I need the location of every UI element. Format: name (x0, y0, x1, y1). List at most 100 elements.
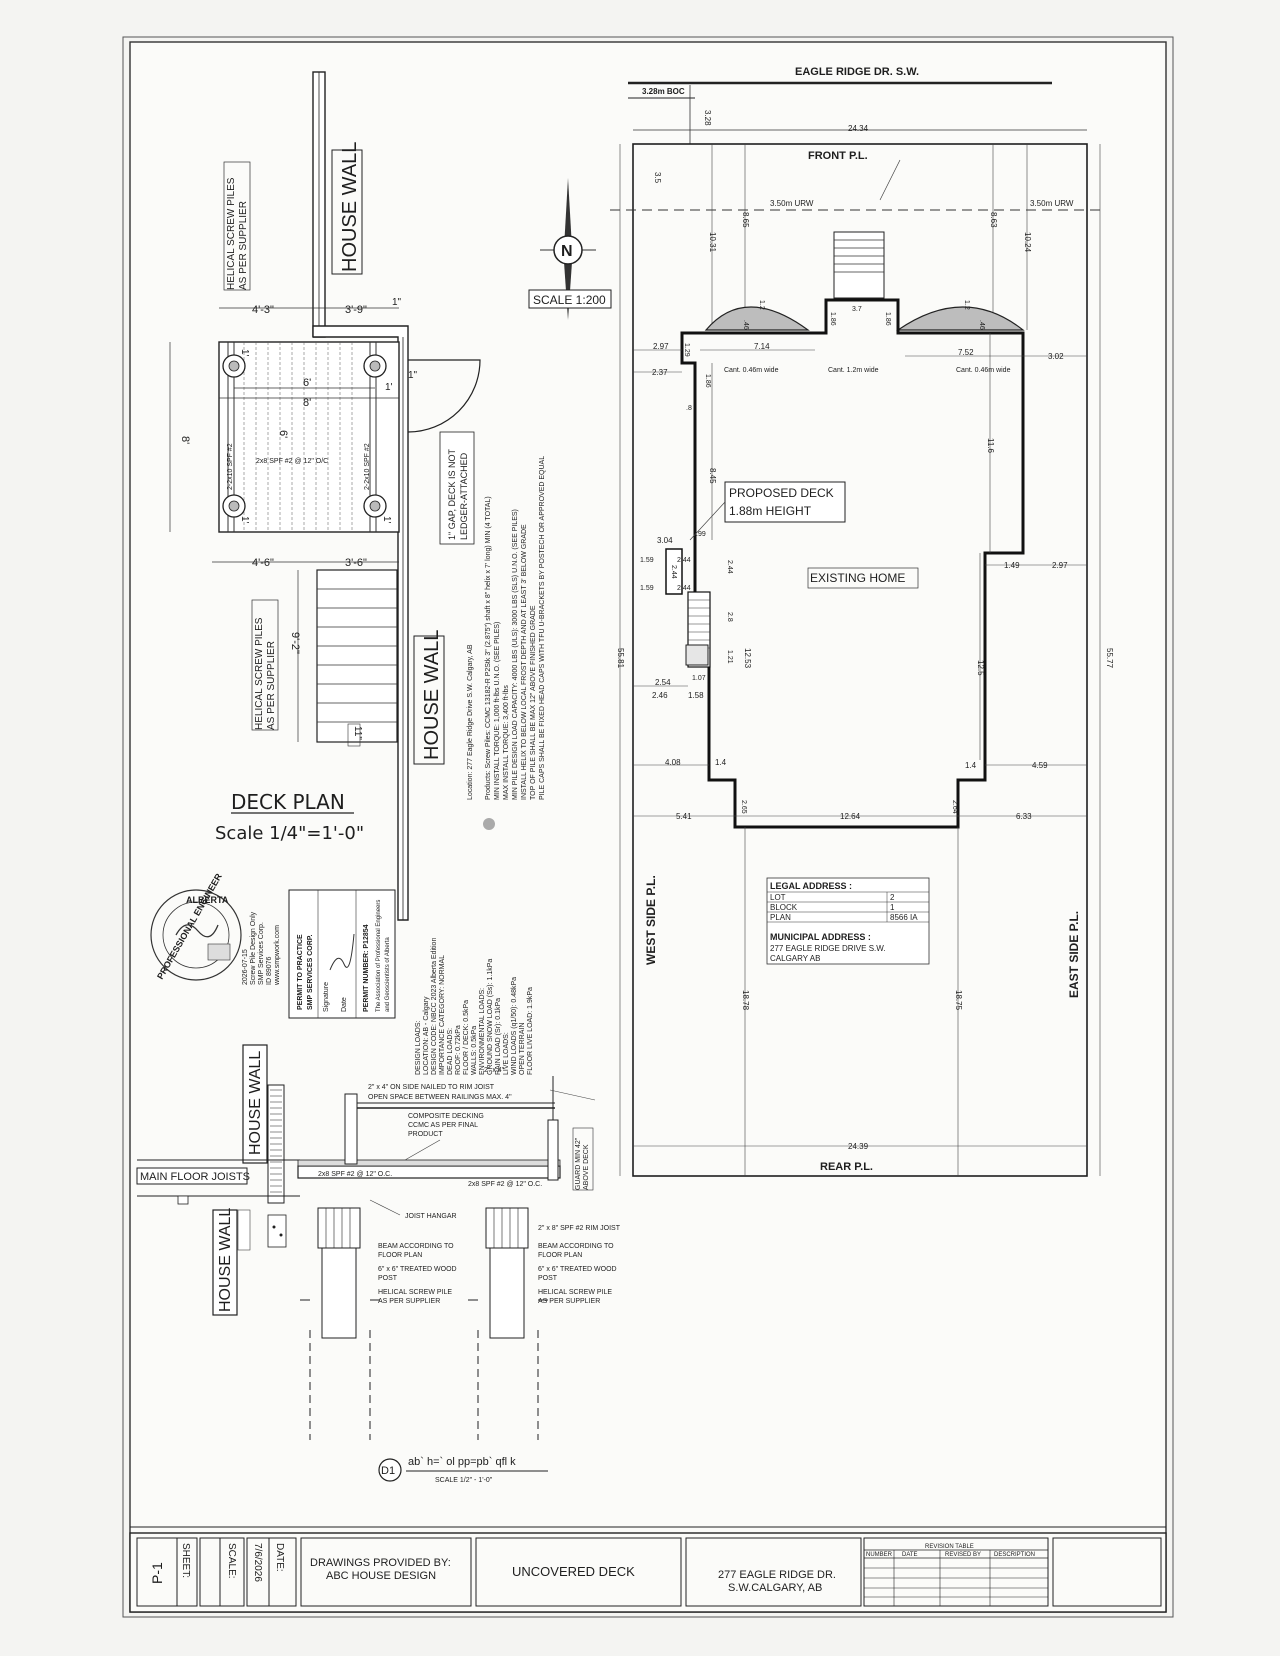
proposed-deck-box (724, 481, 846, 523)
cantilever-right (896, 306, 1025, 331)
project-name: UNCOVERED DECK (512, 1564, 635, 1579)
urw-right: 3.50m URW (1030, 199, 1074, 208)
permit-assoc-2: and Geoscientists of Alberta (385, 937, 391, 1012)
legal-address-table: LEGAL ADDRESS : LOT 2 BLOCK 1 PLAN 8566 … (766, 877, 930, 965)
dim-1878a: 18.78 (741, 990, 750, 1011)
permit-sig: Signature (323, 982, 330, 1012)
dim-37: 3.7 (852, 306, 862, 313)
design-loads: DESIGN LOADS: LOCATION: AB - Calgary DES… (415, 938, 534, 1075)
address-2: S.W.CALGARY, AB (728, 1582, 822, 1594)
dim-244d: 2.44 (726, 560, 733, 574)
house-wall-top-box (331, 149, 363, 275)
dim-237: 2.37 (652, 368, 668, 377)
loads-10: RAIN LOAD (Sr): 0.1kPa (495, 998, 502, 1075)
notes-line-3: MIN PILE DESIGN LOAD CAPACITY: 4000 LBS … (512, 509, 519, 800)
detail-ref-circle (378, 1458, 402, 1482)
dim-35: 3.5 (653, 172, 662, 184)
muni-1: 277 EAGLE RIDGE DRIVE S.W. (770, 944, 886, 953)
legal-lot-k: LOT (770, 893, 786, 902)
legal-block-v: 1 (890, 903, 895, 912)
dim-158: 1.58 (688, 691, 704, 700)
rev-col-3: DESCRIPTION (994, 1552, 1035, 1558)
dim-244a: 2.44 (677, 557, 691, 564)
proposed-deck-2: 1.88m HEIGHT (729, 504, 812, 518)
sheet-label: SHEET: (180, 1543, 191, 1578)
north-circle (553, 235, 583, 265)
dim-12a: 1.2 (758, 300, 765, 310)
permit-title-2: SMP SERVICES CORP. (307, 934, 314, 1010)
gap-note-2: LEDGER-ATTACHED (459, 452, 469, 540)
house-outline (680, 298, 1025, 829)
gap-note-box (439, 431, 475, 545)
west-pl: WEST SIDE P.L. (644, 875, 658, 965)
loads-12: WIND LOADS (q1/50): 0.48kPa (511, 977, 518, 1075)
landing (685, 644, 709, 666)
notes-line-2: MAX INSTALL TORQUE: 3,400 ft-lbs (503, 685, 510, 800)
notes-line-1: MIN INSTALL TORQUE: 1,000 ft-lbs U.N.O. … (494, 622, 501, 800)
title-block: P-1 SHEET: SCALE: 7/6/2026 DATE: DRAWING… (129, 1526, 1167, 1613)
detail-ref: D1 (381, 1465, 395, 1477)
detail-wall-lower (212, 1209, 238, 1316)
dim-297a: 2.97 (653, 342, 669, 351)
pile-left (321, 1247, 357, 1339)
dim-125: 12.5 (976, 660, 985, 676)
legal-plan-v: 8566 IA (890, 913, 918, 922)
detail-wall-upper (242, 1044, 268, 1164)
side-2: Screw Pile Design Only (250, 911, 257, 985)
notes-line-0: Products: Screw Piles: CCMC 13182-R P2St… (485, 496, 492, 800)
north-arrow: N (540, 178, 596, 320)
detail-l-12: BEAM ACCORDING TO (378, 1243, 454, 1250)
main-floor-joists: MAIN FLOOR JOISTS (140, 1171, 250, 1183)
legal-plan-k: PLAN (770, 913, 791, 922)
dim-302: 3.02 (1048, 352, 1064, 361)
loads-1: LOCATION: AB - Calgary (423, 996, 430, 1075)
notes-line-6: PILE CAPS SHALL BE FIXED HEAD CAPS WITH … (539, 456, 546, 800)
side-4: ID 89076 (266, 956, 273, 985)
dim-129: 1.29 (683, 343, 690, 357)
notes-bullet (483, 818, 495, 830)
outer-border (129, 41, 1167, 1613)
lot-outline (632, 143, 1088, 1177)
existing-home: EXISTING HOME (810, 571, 905, 585)
side-5: www.smpwork.com (274, 925, 281, 986)
detail-l-11: 2" x 8" SPF #2 RIM JOIST (538, 1225, 621, 1232)
gap-note-1: 1" GAP, DECK IS NOT (447, 448, 457, 540)
detail-l-6: GUARD MIN 42" (575, 1137, 582, 1190)
cant-3: Cant. 0.46m wide (956, 367, 1011, 374)
dim-5581: 55.81 (616, 648, 625, 669)
piles-bottom-2: AS PER SUPPLIER (266, 641, 277, 730)
beam-right-label: 2-2x10 SPF #2 (364, 443, 371, 490)
beam-left-label: 2-2x10 SPF #2 (227, 443, 234, 490)
legal-block-k: BLOCK (770, 903, 798, 912)
provided-1: DRAWINGS PROVIDED BY: (310, 1557, 451, 1569)
piles-top-2: AS PER SUPPLIER (238, 201, 249, 290)
detail-l-8: 2x8 SPF #2 @ 12" O.C. (318, 1171, 392, 1178)
detail-d1: HOUSE WALL HOUSE WALL MAIN FLOOR JOISTS … (136, 1044, 621, 1484)
legal-lot-v: 2 (890, 893, 895, 902)
site-scale: SCALE 1:200 (533, 293, 606, 307)
dim-186a: 1.86 (829, 312, 836, 326)
deck-plan-title: DECK PLAN (231, 790, 345, 814)
loads-4: DEAD LOADS: (447, 1028, 454, 1075)
permit-stamp: PERMIT TO PRACTICE SMP SERVICES CORP. Si… (288, 889, 396, 1019)
permit-title-1: PERMIT TO PRACTICE (297, 934, 304, 1010)
dim-1c: 1' (385, 382, 393, 393)
east-pl: EAST SIDE P.L. (1067, 911, 1081, 998)
dim-28: 2.8 (726, 612, 733, 622)
loads-6: FLOOR / DECK: 0.5kPa (463, 1000, 470, 1075)
side-3: SMP Services Corp. (258, 922, 265, 985)
notes-line-5: TOP OF PILE SHALL BE MAX 12" ABOVE FINIS… (530, 605, 537, 800)
dim-1031: 10.31 (708, 232, 717, 253)
front-pl: FRONT P.L. (808, 150, 868, 162)
loads-14: FLOOR LIVE LOAD: 1.9kPa (527, 987, 534, 1075)
house-wall-mid-label: HOUSE WALL (421, 630, 443, 760)
detail-l-20: 6" x 6" TREATED WOOD (538, 1266, 617, 1273)
notes-location: Location: 277 Eagle Ridge Drive S.W. Cal… (467, 644, 474, 800)
boc-label: 3.28m BOC (642, 87, 685, 96)
dim-244c: 2.44 (677, 585, 691, 592)
dim-865: 8.65 (741, 212, 750, 228)
detail-l-2: OPEN SPACE BETWEEN RAILINGS MAX. 4" (368, 1094, 512, 1101)
dim-752: 7.52 (958, 348, 974, 357)
loads-9: GROUND SNOW LOAD (Ss): 1.1kPa (487, 959, 494, 1075)
dim-36: 3'-6" (345, 557, 367, 569)
